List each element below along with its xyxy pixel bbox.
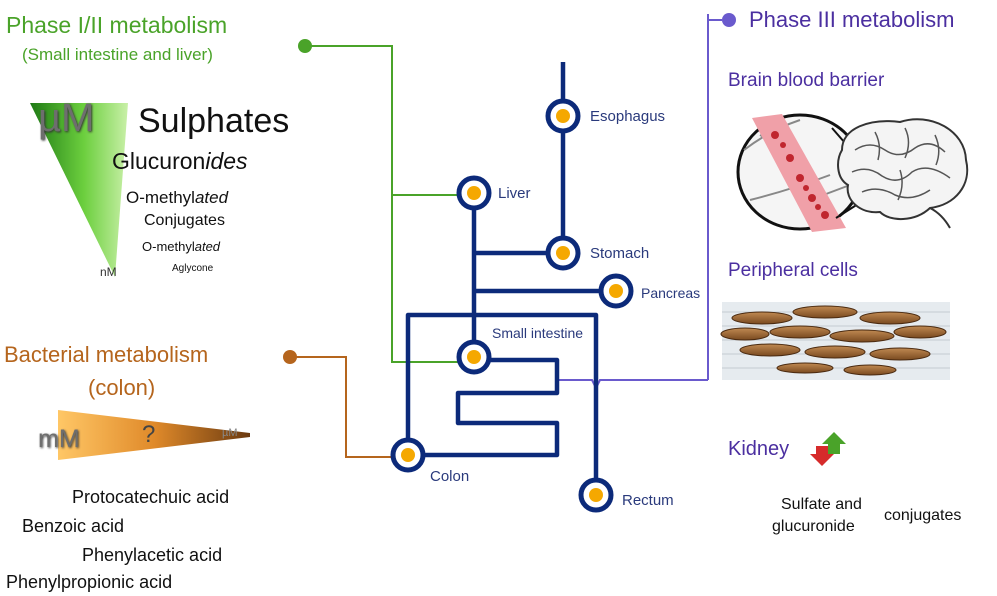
node-rectum <box>578 477 614 513</box>
brain-icon <box>837 118 969 229</box>
label-liver: Liver <box>498 185 531 202</box>
phase12-bottom-unit: nM <box>100 265 117 279</box>
phase3-dot-icon <box>722 13 736 27</box>
blood-vessel-icon <box>736 113 881 232</box>
acid-phenylacetic: Phenylacetic acid <box>82 545 223 565</box>
phase3-peripheral-label: Peripheral cells <box>728 260 858 281</box>
phase3-conjugates: conjugates <box>884 507 962 524</box>
label-stomach: Stomach <box>590 245 650 262</box>
bacterial-right-unit: µM <box>222 427 238 439</box>
label-esophagus: Esophagus <box>590 108 666 125</box>
node-colon <box>390 437 426 473</box>
phase3-title: Phase III metabolism <box>749 7 955 32</box>
label-pancreas: Pancreas <box>641 285 701 301</box>
label-small-intestine: Small intestine <box>492 325 584 341</box>
bacterial-connector <box>283 350 392 458</box>
bacterial-question: ? <box>142 421 156 448</box>
node-small-intestine <box>456 339 492 375</box>
acid-benzoic: Benzoic acid <box>22 516 125 536</box>
node-liver <box>456 175 492 211</box>
phase12-top-unit: µM <box>38 96 95 140</box>
phase12-subtitle: (Small intestine and liver) <box>22 45 213 64</box>
phase3-bbb-label: Brain blood barrier <box>728 70 885 91</box>
phase12-title: Phase I/II metabolism <box>6 12 228 38</box>
node-esophagus <box>545 98 581 134</box>
down-arrow-icon <box>810 446 834 466</box>
cells-icon <box>720 302 950 380</box>
acid-protocatechuic: Protocatechuic acid <box>72 487 230 507</box>
label-rectum: Rectum <box>622 492 674 509</box>
phase12-gradient-triangle <box>30 103 128 277</box>
node-stomach <box>545 235 581 271</box>
bacterial-title: Bacterial metabolism <box>4 342 209 367</box>
phase12-connector <box>298 39 458 363</box>
label-colon: Colon <box>430 468 470 485</box>
phase12-item-o-methylated-2: O-methylated <box>142 239 221 254</box>
bacterial-subtitle: (colon) <box>88 375 156 400</box>
bacterial-gradient-wedge <box>58 410 250 460</box>
phase12-item-aglycone: Aglycone <box>172 263 214 274</box>
phase12-item-sulphates: Sulphates <box>138 102 290 140</box>
bacterial-left-unit: mM <box>38 425 80 453</box>
phase12-item-o-methylated: O-methylated <box>126 188 229 207</box>
phase3-kidney-label: Kidney <box>728 438 790 460</box>
node-pancreas <box>598 273 634 309</box>
phase3-sulfate-line1: Sulfate and <box>781 496 862 513</box>
phase3-sulfate-line2: glucuronide <box>772 518 855 535</box>
phase12-item-conjugates: Conjugates <box>144 212 225 229</box>
acid-phenylpropionic: Phenylpropionic acid <box>6 572 173 592</box>
gut-network <box>405 62 616 495</box>
phase12-item-glucuronides: Glucuronides <box>112 148 248 174</box>
